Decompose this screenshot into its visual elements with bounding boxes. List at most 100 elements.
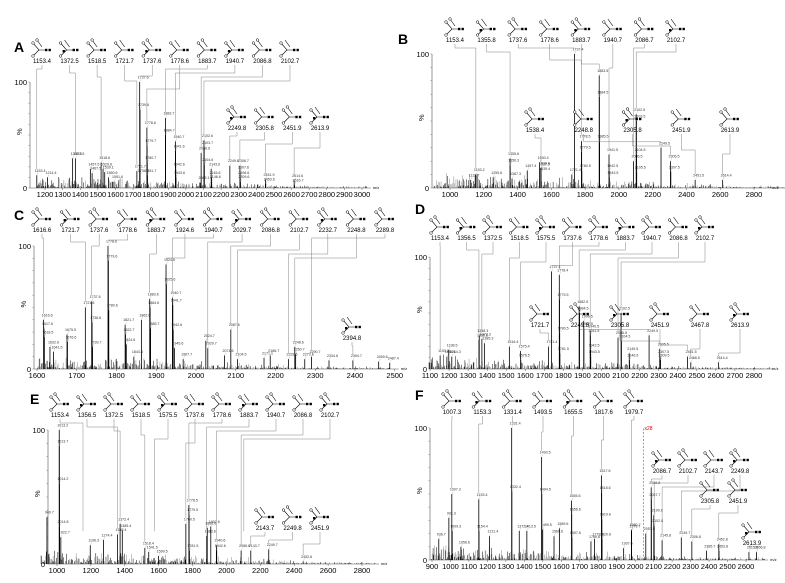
x-tick-label: 1800 <box>590 562 607 571</box>
glycan-annotation: 1355.8 <box>476 18 511 153</box>
mannose-symbol <box>196 54 200 58</box>
x-tick-label: 2300 <box>307 371 324 380</box>
peak-label-leader <box>654 522 656 526</box>
y-axis-label: % <box>417 114 426 121</box>
peak-mz-label: 1385.3 <box>482 337 493 341</box>
glycan-structure-icon <box>103 392 123 412</box>
peak-label-leader <box>636 111 638 115</box>
mannose-symbol <box>341 331 345 335</box>
glycan-annotation: 2249.8 <box>681 448 750 532</box>
galactose-symbol <box>31 210 35 214</box>
peak-mz-label: 1940.7 <box>170 291 181 295</box>
glycan-structure-icon <box>31 38 51 58</box>
glcnac-symbol <box>171 402 174 406</box>
glcnac-symbol <box>161 404 164 407</box>
glycan-mz-label: 2394.8 <box>343 336 362 342</box>
peak-label-leader <box>645 530 648 534</box>
peak-mz-label: 2656.8 <box>754 546 765 550</box>
peak-mz-label: 1591.6 <box>112 175 123 179</box>
galactose-symbol <box>529 305 533 309</box>
peak-mz-label: 1760.6 <box>589 535 600 539</box>
glycan-mz-label: 1518.5 <box>88 59 107 65</box>
peak-label-leader <box>103 536 106 540</box>
mannose-symbol <box>588 231 592 235</box>
glycan-mz-label: 2086.7 <box>635 38 654 44</box>
glycan-annotation: 1721.7 <box>529 303 550 341</box>
x-tick-label: 2500 <box>386 371 403 380</box>
mannose-symbol <box>694 231 698 235</box>
mannose-symbol <box>31 223 35 227</box>
glcnac-symbol <box>242 404 245 407</box>
galactose-symbol <box>444 20 448 24</box>
x-tick-label: 2600 <box>738 562 755 571</box>
glcnac-symbol <box>694 458 697 462</box>
glcnac-symbol <box>273 217 277 221</box>
mannose-symbol <box>524 123 528 127</box>
peak-mz-label: 1009.3 <box>450 524 461 528</box>
glycan-leader-line <box>175 65 236 136</box>
x-tick-label: 2200 <box>664 562 681 571</box>
mannose-symbol <box>729 318 733 322</box>
peak-label-leader <box>599 93 602 97</box>
glycan-structure-icon <box>260 207 280 227</box>
y-tick-label: 100 <box>18 242 31 251</box>
glcnac-symbol <box>391 217 394 221</box>
glycan-bond <box>603 18 616 36</box>
peak-label-leader <box>438 535 441 539</box>
galactose-symbol <box>59 41 63 45</box>
peak-label-leader <box>352 357 355 361</box>
glycan-bond <box>342 316 355 334</box>
x-tick-label: 1900 <box>160 190 177 199</box>
peak-mz-label: 2086.6 <box>239 544 250 548</box>
galactose-symbol <box>317 210 321 214</box>
peak-label-leader <box>484 340 487 344</box>
glycan-structure-icon <box>694 215 714 235</box>
glcnac-symbol <box>117 402 120 406</box>
x-tick-label: 1400 <box>516 562 533 571</box>
peak-label-leader <box>540 164 543 168</box>
glcnac-symbol <box>282 402 285 406</box>
peak-mz-label: 2452.8 <box>717 538 728 542</box>
glcnac-symbol <box>255 402 258 406</box>
galactose-symbol <box>528 107 532 111</box>
glycan-bond <box>293 393 306 411</box>
x-tick-label: 2100 <box>227 371 244 380</box>
x-axis-label: m/z <box>381 561 387 566</box>
peak-mz-label: 2616.7 <box>292 178 303 182</box>
peak-label-leader <box>599 138 602 142</box>
galactose-symbol <box>588 218 592 222</box>
glcnac-symbol <box>130 217 134 221</box>
glycan-annotation: 2451.9 <box>649 302 688 351</box>
peak-mz-label: 1940.5 <box>588 324 599 328</box>
peak-mz-label: 2451.5 <box>693 173 704 177</box>
x-tick-label: 2500 <box>688 371 705 380</box>
peak-mz-label: 936.7 <box>437 532 446 536</box>
galactose-symbol <box>677 451 681 455</box>
galactose-symbol <box>285 105 289 109</box>
peak-mz-label: 1499.5 <box>541 523 552 527</box>
peak-mz-label: 1457.4 <box>525 164 536 168</box>
glcnac-symbol <box>745 532 748 535</box>
galactose-symbol <box>92 207 96 211</box>
peak-label-leader <box>265 176 268 180</box>
glycan-annotation: 1778.6 <box>107 208 138 241</box>
galactose-symbol <box>251 41 255 45</box>
peak-mz-label: 1538.9 <box>539 161 550 165</box>
glycan-leader-line <box>517 44 575 49</box>
x-tick-label: 1600 <box>29 371 46 380</box>
y-tick-label: 0 <box>27 365 31 374</box>
peak-label-leader <box>240 547 243 551</box>
x-tick-label: 1700 <box>68 371 85 380</box>
galactose-symbol <box>502 392 506 396</box>
glcnac-symbol <box>147 402 150 406</box>
glycan-mz-label: 2467.8 <box>691 323 710 329</box>
mannose-symbol <box>441 405 445 409</box>
x-tick-label: 1200 <box>479 562 496 571</box>
y-tick-label: 0 <box>425 184 429 193</box>
glycan-leader-line <box>478 416 483 494</box>
glycan-bond <box>318 208 331 226</box>
peak-mz-label: 1737.4 <box>549 265 560 269</box>
glycan-bond <box>695 216 708 234</box>
x-tick-label: 1900 <box>148 371 165 380</box>
glycan-mz-label: 2305.8 <box>701 499 720 505</box>
